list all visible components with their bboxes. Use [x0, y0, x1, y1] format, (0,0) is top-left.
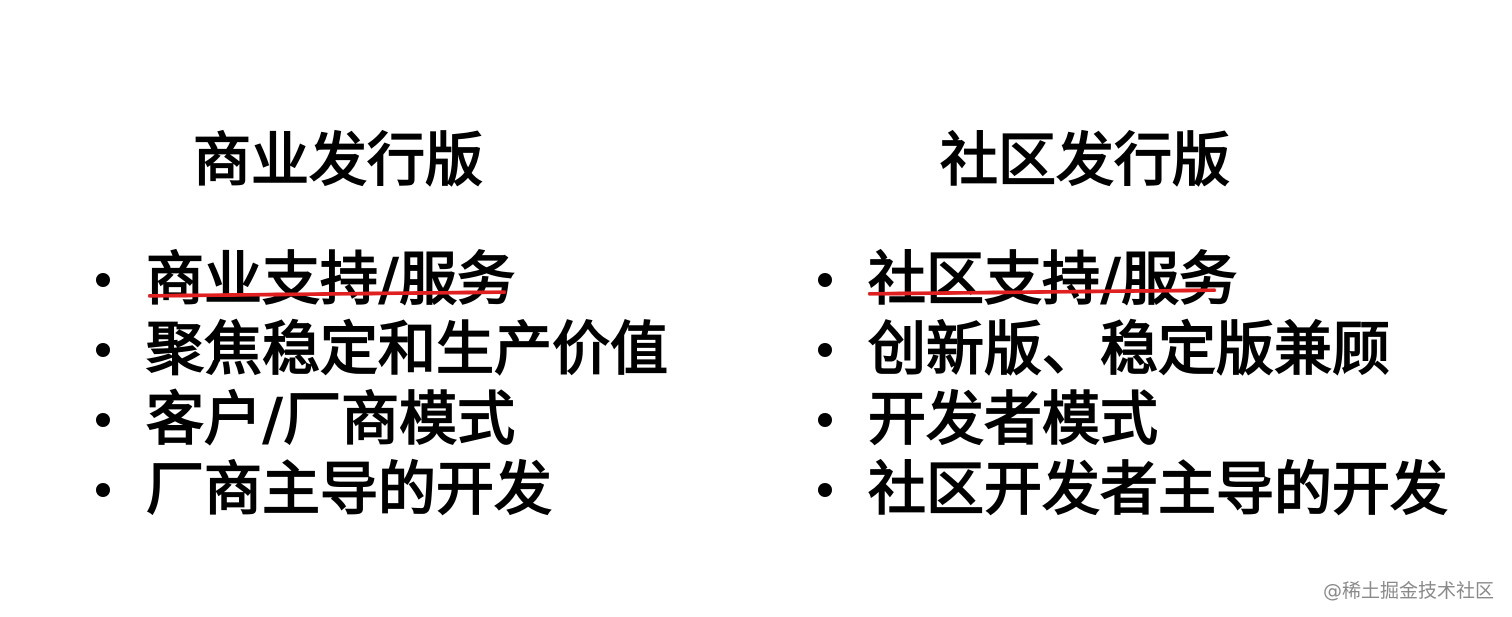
bullet-icon	[818, 273, 832, 287]
list-item-text: 创新版、稳定版兼顾	[868, 315, 1391, 383]
bullet-icon	[818, 483, 832, 497]
bullet-icon	[96, 273, 110, 287]
community-distribution-title: 社区发行版	[940, 126, 1231, 194]
list-item-text: 社区开发者主导的开发	[868, 455, 1449, 523]
list-item-text: 商业支持/服务	[146, 245, 516, 313]
list-item-text: 社区支持/服务	[868, 245, 1238, 313]
list-item-text: 开发者模式	[868, 385, 1159, 453]
list-item-text: 聚焦稳定和生产价值	[146, 315, 669, 383]
commercial-distribution-title: 商业发行版	[193, 126, 484, 194]
list-item-text: 厂商主导的开发	[146, 455, 553, 523]
bullet-icon	[818, 413, 832, 427]
list-item-text: 客户/厂商模式	[146, 385, 516, 453]
bullet-icon	[96, 413, 110, 427]
bullet-icon	[96, 343, 110, 357]
watermark: @稀土掘金技术社区	[1322, 580, 1494, 602]
bullet-icon	[96, 483, 110, 497]
bullet-icon	[818, 343, 832, 357]
